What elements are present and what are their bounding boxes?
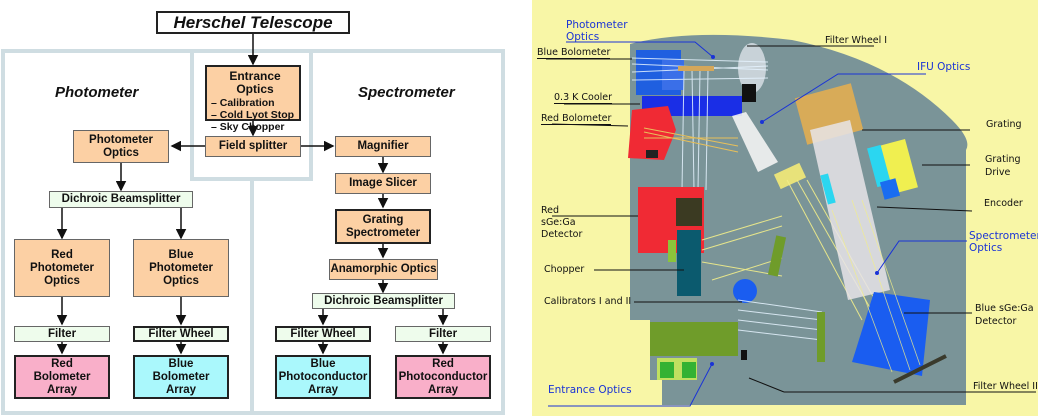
label-filter-wheel-2: Filter Wheel II [973, 381, 1038, 392]
red-bolometer-array-box: Red Bolometer Array [14, 355, 110, 399]
label-spectrometer-optics: Spectrometer Optics [969, 230, 1038, 254]
label-blue-bolometer: Blue Bolometer [537, 47, 611, 59]
spectrometer-panel [250, 49, 505, 415]
red-spectrometer-filter-box: Filter [395, 326, 491, 342]
photometer-heading: Photometer [55, 84, 139, 101]
label-grating: Grating [986, 119, 1022, 130]
instrument-illustration [546, 34, 1036, 407]
entrance-optics-item: – Cold Lyot Stop [211, 109, 295, 121]
spectrometer-beamsplitter-box: Dichroic Beamsplitter [312, 293, 455, 309]
red-photoconductor-array-box: Red Photoconductor Array [395, 355, 491, 399]
flowchart-arrows [56, 34, 449, 355]
label-filter-wheel-1: Filter Wheel I [825, 35, 888, 46]
image-slicer-box: Image Slicer [335, 173, 431, 194]
blue-photometer-filter-wheel-box: Filter Wheel [133, 326, 229, 342]
label-red-bolometer: Red Bolometer [541, 113, 612, 125]
spectrometer-heading: Spectrometer [358, 84, 455, 101]
entrance-optics-item: – Sky Chopper [211, 121, 285, 133]
entrance-optics-part [650, 322, 738, 356]
photometer-beamsplitter-box: Dichroic Beamsplitter [49, 191, 193, 208]
red-bolometer-part [628, 106, 676, 160]
photometer-optics-box: Photometer Optics [73, 130, 169, 163]
blue-spectrometer-filter-wheel-box: Filter Wheel [275, 326, 371, 342]
red-photometer-optics-box: Red Photometer Optics [14, 239, 110, 297]
label-grating-drive: Grating Drive [985, 154, 1021, 178]
label-chopper: Chopper [544, 264, 585, 275]
label-calibrators: Calibrators I and II [544, 296, 632, 307]
calibrators-part [733, 279, 757, 303]
label-blue-detector: Blue sGe:Ga Detector [975, 303, 1034, 327]
herschel-telescope-box: Herschel Telescope [156, 11, 350, 34]
label-cooler: 0.3 K Cooler [554, 92, 613, 104]
blue-photoconductor-array-box: Blue Photoconductor Array [275, 355, 371, 399]
blue-photometer-optics-box: Blue Photometer Optics [133, 239, 229, 297]
label-ifu-optics: IFU Optics [917, 61, 971, 73]
field-splitter-box: Field splitter [205, 136, 301, 157]
filter-wheel-2-part [893, 354, 947, 384]
filter-wheel-1-part [738, 43, 766, 93]
chopper-part [677, 230, 701, 296]
encoder-part [879, 178, 901, 200]
grating-spectrometer-box: Grating Spectrometer [335, 209, 431, 244]
label-red-detector: Red sGe:Ga Detector [541, 205, 583, 240]
entrance-optics-heading: Entrance Optics [229, 69, 281, 96]
anamorphic-optics-box: Anamorphic Optics [329, 259, 438, 280]
blue-bolometer-array-box: Blue Bolometer Array [133, 355, 229, 399]
entrance-optics-item: – Calibration [211, 97, 275, 109]
red-photometer-filter-box: Filter [14, 326, 110, 342]
entrance-optics-box: Entrance Optics – Calibration – Cold Lyo… [205, 65, 301, 133]
label-entrance-optics: Entrance Optics [548, 384, 632, 396]
label-photometer-optics: Photometer Optics [566, 19, 628, 43]
instrument-view: Photometer Optics Blue Bolometer 0.3 K C… [532, 0, 1038, 416]
magnifier-box: Magnifier [335, 136, 431, 157]
label-encoder: Encoder [984, 198, 1023, 209]
